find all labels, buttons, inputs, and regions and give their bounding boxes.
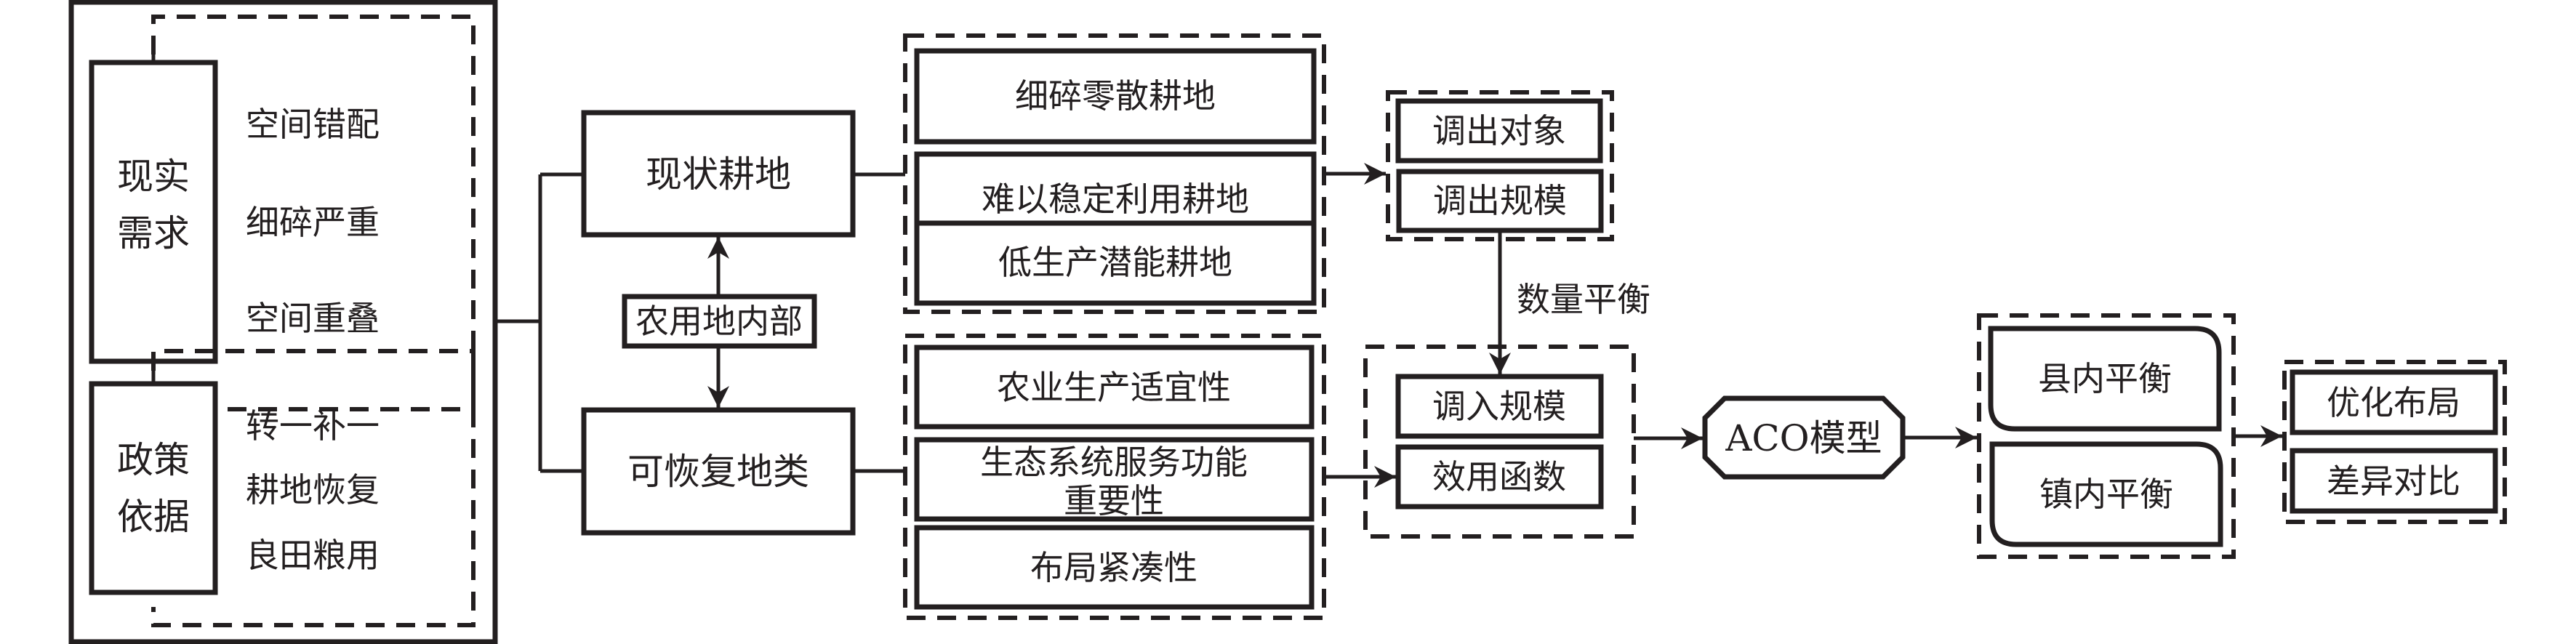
policy-basis-box xyxy=(89,381,218,595)
transfer-out-label: 调出对象 xyxy=(1432,111,1566,150)
reality-need-item: 空间重叠 xyxy=(246,299,380,338)
policy-basis-item: 良田粮用 xyxy=(246,536,380,575)
policy-basis-label-line1: 政策 xyxy=(117,439,190,481)
criteria-box xyxy=(914,48,1317,145)
internal-link-label: 农用地内部 xyxy=(635,302,803,341)
reality-need-item: 细碎严重 xyxy=(246,203,380,242)
transfer-in-box xyxy=(1395,374,1604,439)
policy-basis-group: 政策 依据 转一补一 耕地恢复 良田粮用 xyxy=(89,349,476,627)
restorable-land-box xyxy=(581,407,856,536)
county-balance-label: 县内平衡 xyxy=(2038,359,2172,398)
aco-model-node xyxy=(1702,395,1906,480)
criteria-label: 农业生产适宜性 xyxy=(997,368,1231,407)
criteria-box xyxy=(914,525,1315,610)
reality-need-group: 现实 需求 空间错配 细碎严重 空间重叠 xyxy=(89,15,476,411)
transfer-in-label: 调入规模 xyxy=(1432,387,1566,426)
current-cropland-box xyxy=(581,110,856,238)
criteria-label: 布局紧凑性 xyxy=(1030,548,1197,587)
output-box xyxy=(2290,369,2498,435)
criteria-label: 难以稳定利用耕地 xyxy=(982,180,1249,219)
transfer-out-box xyxy=(1395,98,1603,164)
criteria-label: 细碎零散耕地 xyxy=(1015,76,1216,116)
output-label: 优化布局 xyxy=(2327,383,2460,422)
restorable-land-label: 可恢复地类 xyxy=(627,451,809,493)
criteria-box xyxy=(914,437,1315,522)
transfer-in-box xyxy=(1395,444,1604,510)
transfer-out-box xyxy=(1396,169,1604,233)
transfer-in-dashed-frame xyxy=(1363,345,1636,539)
criteria-label: 低生产潜能耕地 xyxy=(998,243,1232,282)
current-cropland-label: 现状耕地 xyxy=(646,153,791,196)
reality-need-box xyxy=(89,60,218,364)
aco-model-label: ACO模型 xyxy=(1725,417,1882,459)
reality-need-item: 空间错配 xyxy=(246,105,380,144)
quantity-balance-label: 数量平衡 xyxy=(1517,280,1650,319)
transfer-in-label: 效用函数 xyxy=(1432,457,1566,496)
criteria-label: 重要性 xyxy=(1064,481,1164,520)
outputs-dashed-frame xyxy=(2282,360,2507,524)
output-label: 差异对比 xyxy=(2327,462,2460,501)
policy-basis-item: 耕地恢复 xyxy=(246,470,380,510)
town-balance-label: 镇内平衡 xyxy=(2039,475,2173,514)
policy-basis-label-line2: 依据 xyxy=(117,496,190,538)
criteria-label: 生态系统服务功能 xyxy=(980,443,1248,482)
output-box xyxy=(2290,448,2498,514)
town-balance-box xyxy=(1989,441,2223,547)
county-balance-box xyxy=(1988,326,2222,432)
policy-basis-item: 转一补一 xyxy=(246,406,380,446)
criteria-box xyxy=(914,220,1317,306)
criteria-box xyxy=(914,345,1315,430)
reality-need-label-line2: 需求 xyxy=(117,212,190,254)
transfer-out-label: 调出规模 xyxy=(1433,181,1567,220)
policy-basis-dashed-frame xyxy=(151,349,476,627)
reality-need-label-line1: 现实 xyxy=(117,156,190,198)
